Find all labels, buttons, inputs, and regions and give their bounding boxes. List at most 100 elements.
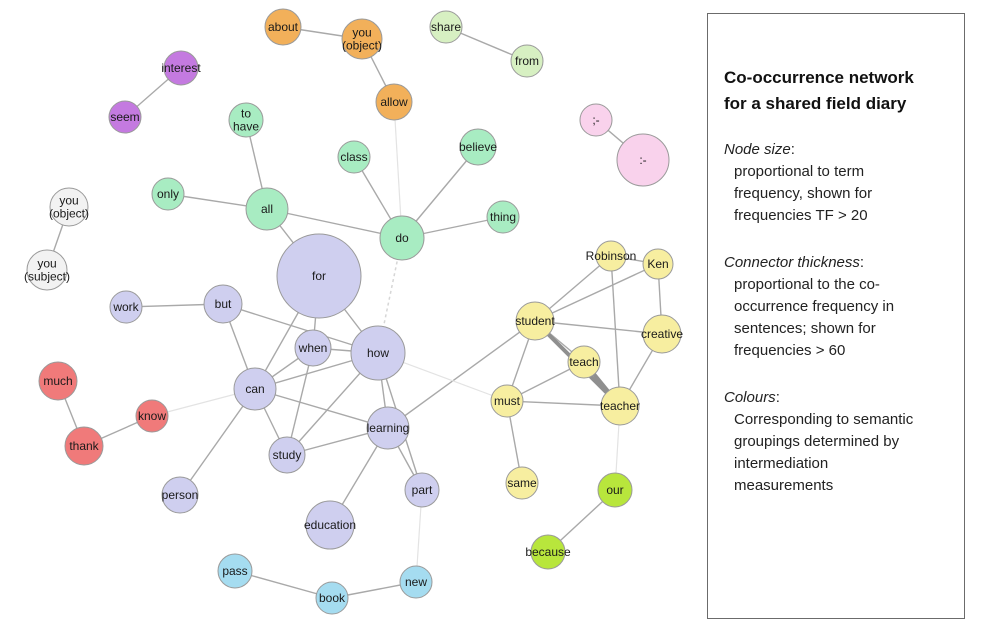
node-circle	[26, 249, 68, 291]
node-circle	[64, 426, 104, 466]
node-label: pass	[222, 564, 247, 578]
node-circle	[505, 466, 539, 500]
node-label: thank	[69, 439, 99, 453]
node-label: can	[245, 382, 264, 396]
node-label: learning	[367, 421, 410, 435]
legend-text: sentences; shown for	[734, 320, 876, 337]
node-circle	[268, 436, 306, 474]
node-circle	[515, 301, 555, 341]
node-only: only	[151, 177, 185, 211]
node-part: part	[404, 472, 440, 508]
node-label: Ken	[647, 257, 668, 271]
legend-heading: Node size	[724, 141, 791, 158]
node-from: from	[510, 44, 544, 78]
node-label: know	[138, 409, 166, 423]
node-circle	[264, 8, 302, 46]
node-label: you	[59, 194, 78, 208]
node-label: (subject)	[24, 270, 70, 284]
node-label: our	[606, 483, 623, 497]
node-circle	[217, 553, 253, 589]
legend-text: frequency, shown for	[734, 185, 873, 202]
node-label: do	[395, 231, 409, 245]
node-circle	[294, 329, 332, 367]
node-smiley2: :-	[616, 133, 670, 187]
node-circle	[203, 284, 243, 324]
node-label: seem	[110, 110, 139, 124]
node-seem: seem	[108, 100, 142, 134]
node-circle	[341, 18, 383, 60]
node-label: teach	[569, 355, 598, 369]
node-label: to	[241, 107, 251, 121]
node-ken: Ken	[642, 248, 674, 280]
node-label: ;-	[592, 113, 599, 127]
node-label: Robinson	[586, 249, 637, 263]
node-circle	[459, 128, 497, 166]
node-label: interest	[161, 61, 201, 75]
node-book: book	[315, 581, 349, 615]
node-class: class	[337, 140, 371, 174]
legend-text: frequencies > 60	[734, 342, 846, 359]
legend-box: Co-occurrence network for a shared field…	[707, 13, 965, 619]
legend-section-connector-thickness: Connector thickness: proportional to the…	[724, 252, 964, 361]
legend-text: proportional to the co-	[734, 276, 880, 293]
node-teacher: teacher	[600, 386, 640, 426]
node-circle	[135, 399, 169, 433]
node-share: share	[429, 10, 463, 44]
node-circle	[429, 10, 463, 44]
node-allow: allow	[375, 83, 413, 121]
node-circle	[38, 361, 78, 401]
node-circle	[486, 200, 520, 234]
node-when: when	[294, 329, 332, 367]
node-label: about	[268, 20, 299, 34]
edge-student-creative	[534, 320, 663, 335]
node-label: how	[367, 346, 389, 360]
node-circle	[350, 325, 406, 381]
node-do: do	[379, 215, 425, 261]
node-label: from	[515, 54, 539, 68]
node-label: same	[507, 476, 537, 490]
node-label: :-	[639, 153, 646, 167]
node-label: (object)	[342, 39, 382, 53]
node-circle	[109, 290, 143, 324]
node-label: believe	[459, 140, 497, 154]
node-label: must	[494, 394, 521, 408]
legend-heading-colon: :	[790, 141, 795, 158]
node-work: work	[109, 290, 143, 324]
node-learning: learning	[366, 406, 410, 450]
node-can: can	[233, 367, 277, 411]
node-circle	[233, 367, 277, 411]
node-label: creative	[641, 327, 683, 341]
edge-robinson-teacher	[610, 255, 621, 407]
node-label: book	[319, 591, 346, 605]
node-you-subject: you(subject)	[24, 249, 70, 291]
node-label: but	[215, 297, 232, 311]
node-circle	[399, 565, 433, 599]
edge-student-ken	[534, 263, 659, 322]
node-circle	[161, 476, 199, 514]
node-label: because	[525, 545, 571, 559]
legend-section-colours: Colours: Corresponding to semantic group…	[724, 387, 964, 496]
edge-can-learning	[254, 388, 389, 429]
legend-title-line: Co-occurrence network	[724, 68, 914, 87]
node-label: much	[43, 374, 72, 388]
node-label: education	[304, 518, 356, 532]
node-thing: thing	[486, 200, 520, 234]
legend-section-node-size: Node size: proportional to term frequenc…	[724, 139, 964, 226]
legend-title: Co-occurrence network for a shared field…	[724, 65, 964, 117]
node-label: have	[233, 120, 259, 134]
legend-heading: Connector thickness	[724, 254, 860, 271]
node-label: class	[340, 150, 367, 164]
node-same: same	[505, 466, 539, 500]
legend-text: frequencies TF > 20	[734, 207, 868, 224]
node-circle	[616, 133, 670, 187]
legend-text: intermediation	[734, 455, 829, 472]
node-you-object-top: you(object)	[341, 18, 383, 60]
node-circle	[108, 100, 142, 134]
node-label: new	[405, 575, 427, 589]
node-smiley1: ;-	[579, 103, 613, 137]
node-pass: pass	[217, 553, 253, 589]
node-all: all	[245, 187, 289, 231]
legend-text: occurrence frequency in	[734, 298, 895, 315]
node-circle	[595, 240, 627, 272]
